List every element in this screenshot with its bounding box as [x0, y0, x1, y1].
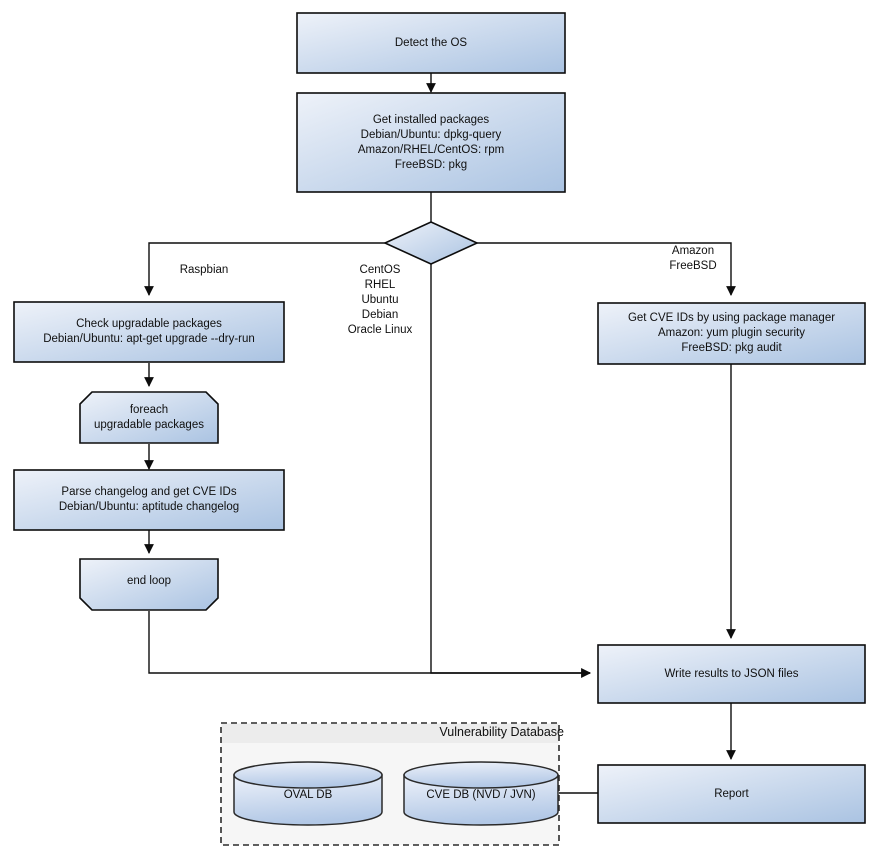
node-detect-os[interactable]	[296, 12, 566, 74]
node-report[interactable]	[597, 764, 866, 824]
edge-decision-middle	[430, 264, 591, 678]
node-foreach-loop[interactable]	[79, 391, 219, 444]
edges	[144, 73, 736, 794]
edge-endloop-to-write	[148, 611, 591, 678]
node-get-installed-packages[interactable]	[296, 92, 566, 193]
edge-decision-right	[467, 242, 736, 296]
node-get-cve-ids[interactable]	[597, 302, 866, 365]
edge-label-middle-branch: CentOS RHEL Ubuntu Debian Oracle Linux	[347, 264, 413, 336]
node-os-decision[interactable]	[383, 221, 479, 265]
node-oval-db[interactable]	[233, 761, 383, 826]
edge-label-left-branch: Raspbian	[179, 264, 229, 276]
node-check-upgradable[interactable]	[13, 301, 285, 363]
group-title-vulnerability-database: Vulnerability Database	[439, 725, 564, 739]
node-end-loop[interactable]	[79, 558, 219, 611]
node-write-results[interactable]	[597, 644, 866, 704]
edge-label-right-branch: Amazon FreeBSD	[669, 245, 717, 272]
node-parse-changelog[interactable]	[13, 469, 285, 531]
edge-decision-left	[144, 242, 395, 296]
group-title-bar	[222, 724, 558, 743]
node-cve-db[interactable]	[403, 761, 559, 826]
